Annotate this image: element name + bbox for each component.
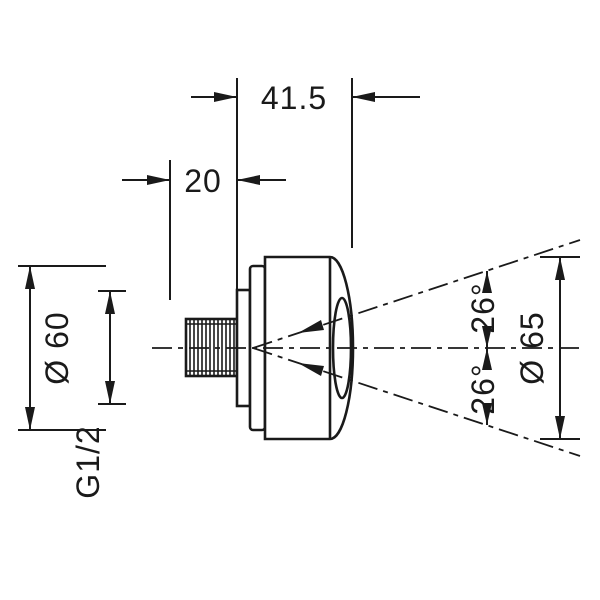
arrowhead-up <box>482 348 492 370</box>
thread-size-label: G1/2 <box>70 425 106 498</box>
arrowhead-down <box>25 407 35 430</box>
dimension-thread-length: 20 <box>122 160 286 300</box>
arrowhead-left <box>237 175 260 185</box>
arrowhead-down <box>482 326 492 348</box>
spray-angle-line-lower <box>252 347 581 457</box>
arrowhead-right <box>214 92 237 102</box>
dimension-total-depth: 41.5 <box>191 78 420 290</box>
body-diameter-label: Ø 65 <box>514 311 550 384</box>
thread-length-label: 20 <box>184 163 222 199</box>
spray-angle-line-upper <box>252 239 581 349</box>
dimension-thread-size: G1/2 <box>70 290 126 499</box>
arrowhead-up <box>555 257 565 280</box>
spray-pivot-arrowhead-upper <box>298 320 324 333</box>
arrowhead-up <box>105 291 115 314</box>
spray-pivot-arrowhead-lower <box>298 363 324 376</box>
dimension-angle-upper: 26° <box>465 271 501 348</box>
dimension-diameter-65: Ø 65 <box>514 256 580 440</box>
spray-angle-lower-label: 26° <box>465 363 501 414</box>
spray-angle-upper-label: 26° <box>465 282 501 333</box>
total-depth-label: 41.5 <box>261 80 327 116</box>
arrowhead-up <box>25 266 35 289</box>
dimension-diameter-60: Ø 60 <box>18 265 106 431</box>
arrowhead-down <box>482 403 492 425</box>
arrowhead-up <box>482 271 492 293</box>
arrowhead-right <box>147 175 170 185</box>
escutcheon-diameter-label: Ø 60 <box>39 311 75 384</box>
arrowhead-down <box>105 381 115 404</box>
dimension-angle-lower: 26° <box>465 348 501 425</box>
arrowhead-left <box>352 92 375 102</box>
arrowhead-down <box>555 416 565 439</box>
centerlines <box>152 239 581 457</box>
